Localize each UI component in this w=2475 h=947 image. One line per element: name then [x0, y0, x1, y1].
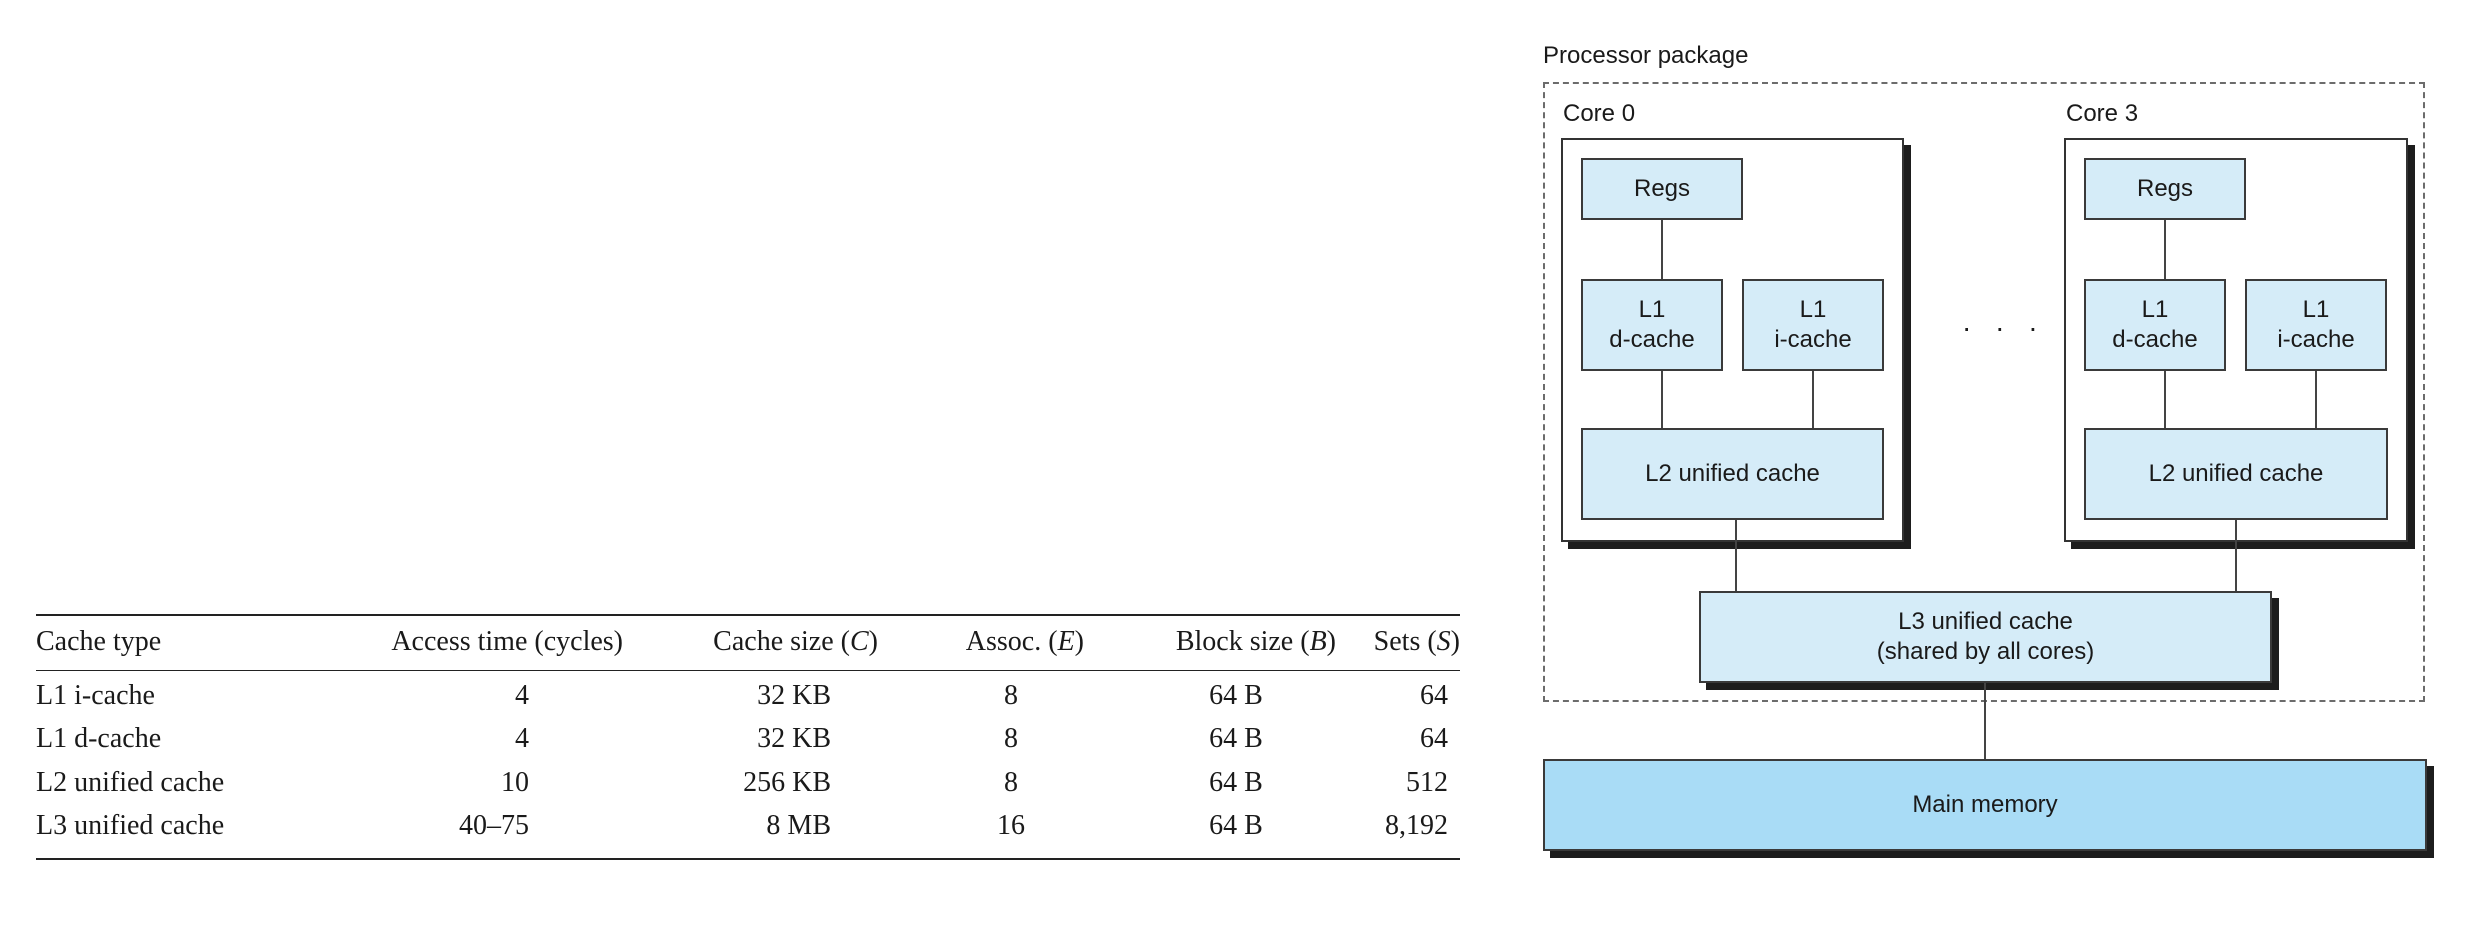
header-symbol: B — [1309, 626, 1327, 657]
table-row: L1 i-cache 4 32 KB 8 64 B 64 — [36, 676, 1460, 716]
regs-label: Regs — [1633, 175, 1691, 202]
header-text: Access time (cycles) — [391, 626, 623, 657]
cell-access-time: 4 — [515, 680, 529, 711]
header-text: Sets ( — [1373, 626, 1437, 657]
header-text: Cache type — [36, 626, 162, 657]
cell-assoc: 16 — [997, 810, 1025, 841]
cell-sets: 8,192 — [1385, 810, 1448, 841]
cell-cache-size: 32 KB — [757, 723, 831, 754]
main-memory-label: Main memory — [1912, 791, 2058, 818]
core-3-label: Core 3 — [2066, 100, 2139, 127]
cell-sets: 512 — [1406, 767, 1448, 798]
l1-label: L1 — [2141, 296, 2169, 323]
header-symbol: S — [1436, 626, 1451, 657]
header-symbol: C — [849, 626, 869, 657]
core-0-label: Core 0 — [1563, 100, 1636, 127]
l3-sublabel: (shared by all cores) — [1876, 638, 2095, 665]
cell-access-time: 40–75 — [459, 810, 529, 841]
regs-label: Regs — [2136, 175, 2194, 202]
cell-cache-type: L3 unified cache — [36, 810, 225, 841]
more-cores-ellipsis: · · · — [1962, 312, 2046, 343]
core-0-l1d-l2-link — [1661, 371, 1663, 428]
header-text: Block size ( — [1175, 626, 1310, 657]
core-0-l1-icache: L1 i-cache — [1742, 279, 1884, 371]
icache-label: i-cache — [2277, 326, 2355, 353]
table-header-row: Cache type Access time (cycles) Cache si… — [36, 622, 1460, 662]
core-0-regs: Regs — [1581, 158, 1743, 220]
cell-block-size: 64 B — [1209, 723, 1263, 754]
core-0-regs-l1d-link — [1661, 220, 1663, 279]
core-3-l1d-l2-link — [2164, 371, 2166, 428]
l1-label: L1 — [1799, 296, 1827, 323]
header-access-time: Access time (cycles) — [318, 622, 623, 662]
dcache-label: d-cache — [1609, 326, 1695, 353]
core-0-l1-dcache: L1 d-cache — [1581, 279, 1723, 371]
core-3-l1i-l2-link — [2315, 371, 2317, 428]
header-sets: Sets (S) — [1346, 622, 1460, 662]
header-paren: ) — [1450, 626, 1460, 657]
core-3-regs-l1d-link — [2164, 220, 2166, 279]
core-3-l1-icache: L1 i-cache — [2245, 279, 2387, 371]
l2-label: L2 unified cache — [2148, 460, 2324, 487]
cell-assoc: 8 — [1004, 680, 1018, 711]
cell-block-size: 64 B — [1209, 680, 1263, 711]
header-assoc: Assoc. (E) — [904, 622, 1084, 662]
cell-block-size: 64 B — [1209, 767, 1263, 798]
header-text: Cache size ( — [713, 626, 850, 657]
cell-cache-type: L2 unified cache — [36, 767, 225, 798]
l2-label: L2 unified cache — [1645, 460, 1820, 487]
table-header-rule — [36, 670, 1460, 671]
header-text: Assoc. ( — [965, 626, 1058, 657]
core-0-l2-cache: L2 unified cache — [1581, 428, 1884, 520]
cell-cache-type: L1 i-cache — [36, 680, 155, 711]
l1-label: L1 — [2302, 296, 2330, 323]
header-symbol: E — [1057, 626, 1075, 657]
core-0-l1i-l2-link — [1812, 371, 1814, 428]
cell-sets: 64 — [1420, 723, 1448, 754]
table-row: L1 d-cache 4 32 KB 8 64 B 64 — [36, 719, 1460, 759]
header-paren: ) — [1326, 626, 1336, 657]
icache-label: i-cache — [1774, 326, 1852, 353]
header-cache-type: Cache type — [36, 622, 161, 662]
table-top-rule — [36, 614, 1460, 616]
l3-memory-link — [1984, 683, 1986, 759]
header-block-size: Block size (B) — [1108, 622, 1336, 662]
cell-cache-size: 8 MB — [766, 810, 831, 841]
cell-access-time: 10 — [501, 767, 529, 798]
cell-cache-type: L1 d-cache — [36, 723, 162, 754]
main-memory: Main memory — [1543, 759, 2427, 851]
core-3-l2-cache: L2 unified cache — [2084, 428, 2388, 520]
table-bottom-rule — [36, 858, 1460, 860]
dcache-label: d-cache — [2112, 326, 2198, 353]
core-0-l2-l3-link — [1735, 520, 1737, 592]
header-cache-size: Cache size (C) — [646, 622, 878, 662]
cell-cache-size: 256 KB — [743, 767, 831, 798]
table-row: L3 unified cache 40–75 8 MB 16 64 B 8,19… — [36, 806, 1460, 846]
cell-cache-size: 32 KB — [757, 680, 831, 711]
table-row: L2 unified cache 10 256 KB 8 64 B 512 — [36, 763, 1460, 803]
package-label: Processor package — [1543, 42, 1749, 69]
l3-label: L3 unified cache — [1898, 608, 2073, 635]
header-paren: ) — [1074, 626, 1084, 657]
l3-shared-cache: L3 unified cache (shared by all cores) — [1699, 591, 2272, 683]
cell-assoc: 8 — [1004, 723, 1018, 754]
cell-block-size: 64 B — [1209, 810, 1263, 841]
cell-access-time: 4 — [515, 723, 529, 754]
cell-assoc: 8 — [1004, 767, 1018, 798]
core-3-l2-l3-link — [2235, 520, 2237, 592]
cell-sets: 64 — [1420, 680, 1448, 711]
l1-label: L1 — [1638, 296, 1666, 323]
core-3-regs: Regs — [2084, 158, 2246, 220]
header-paren: ) — [868, 626, 878, 657]
core-3-l1-dcache: L1 d-cache — [2084, 279, 2226, 371]
